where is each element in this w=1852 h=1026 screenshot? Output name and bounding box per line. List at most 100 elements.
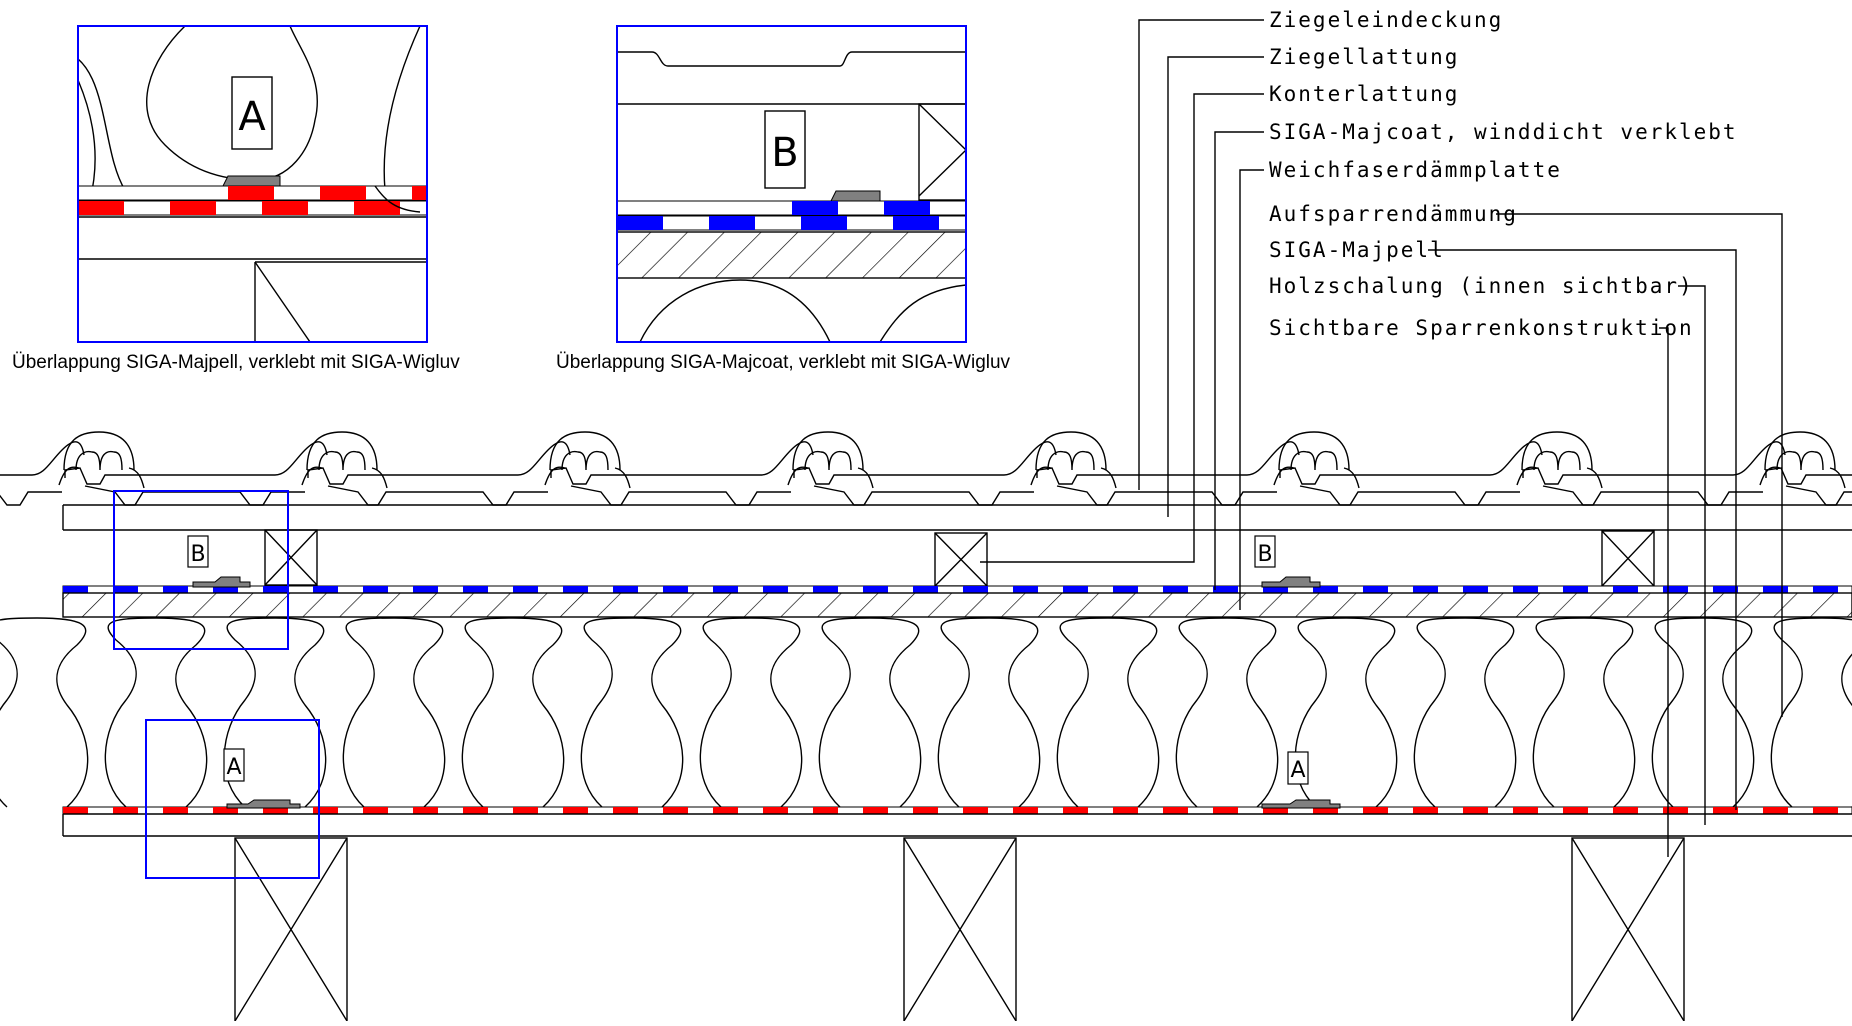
detail-b-drawing xyxy=(617,51,966,342)
wigluv-tape-a2 xyxy=(1261,799,1341,809)
majcoat-membrane-upper xyxy=(617,215,966,231)
insulation-loop xyxy=(461,617,565,808)
svg-text:B: B xyxy=(190,542,205,567)
counter-batten-cross xyxy=(934,532,988,587)
majcoat-membrane-segment xyxy=(1063,586,1088,593)
majpell-membrane-segment xyxy=(413,807,438,814)
majcoat-membrane-segment xyxy=(1413,586,1438,593)
counter-batten xyxy=(264,529,318,586)
rafter-cross xyxy=(903,837,1017,1021)
majcoat-membrane-segment xyxy=(763,586,788,593)
insulation-loop xyxy=(580,617,684,808)
majcoat-membrane-segment xyxy=(563,586,588,593)
tile-roll xyxy=(1516,431,1603,489)
label-ziegellattung: Ziegellattung xyxy=(1269,45,1459,69)
section-marker-a-2: A xyxy=(1287,751,1309,785)
detail-b-marker: B xyxy=(771,130,798,176)
majcoat-membrane-segment xyxy=(413,586,438,593)
majpell-membrane-segment xyxy=(213,807,238,814)
tile-roll xyxy=(58,431,145,489)
rafter-cross xyxy=(1571,837,1685,1021)
layer-leader-lines xyxy=(980,19,1783,857)
majcoat-membrane-segment xyxy=(213,586,238,593)
majpell-membrane-segment xyxy=(913,807,938,814)
fibreboard-hatched xyxy=(62,592,1852,618)
majpell-membrane-segment xyxy=(1713,807,1738,814)
detail-b: B xyxy=(617,51,966,342)
svg-text:A: A xyxy=(1290,758,1305,783)
detail-a-caption: Überlappung SIGA-Majpell, verklebt mit S… xyxy=(12,352,460,373)
label-holzschalung: Holzschalung (innen sichtbar) xyxy=(1269,274,1694,298)
majpell-membrane-segment xyxy=(1063,807,1088,814)
membrane-fold xyxy=(374,185,421,213)
majpell-membrane-segment xyxy=(563,807,588,814)
wigluv-tape-b2 xyxy=(1261,576,1321,588)
majcoat-membrane-segment xyxy=(713,586,738,593)
majpell-membrane-segment xyxy=(1413,807,1438,814)
tile xyxy=(1522,441,1786,506)
label-majcoat: SIGA-Majcoat, winddicht verklebt xyxy=(1269,120,1738,144)
majpell-membrane-upper-segment xyxy=(262,201,308,215)
majcoat-membrane-segment xyxy=(1263,586,1288,593)
majpell-membrane-segment xyxy=(1663,807,1688,814)
label-sparren: Sichtbare Sparrenkonstruktion xyxy=(1269,316,1694,340)
section-marker-a-1: A xyxy=(223,748,245,782)
majpell-membrane-segment xyxy=(663,807,688,814)
majpell-membrane-lower-segment xyxy=(320,186,366,200)
counter-batten-cross xyxy=(918,103,966,197)
majcoat-membrane-segment xyxy=(113,586,138,593)
majpell-membrane-segment xyxy=(813,807,838,814)
majcoat-membrane-segment xyxy=(1163,586,1188,593)
tile xyxy=(307,441,571,506)
detail-a-drawing xyxy=(78,26,427,342)
insulation-loop xyxy=(1651,617,1755,808)
majcoat-membrane-segment xyxy=(463,586,488,593)
majpell-membrane-segment xyxy=(1513,807,1538,814)
majcoat-membrane-lower xyxy=(617,200,966,216)
majcoat-membrane-segment xyxy=(1513,586,1538,593)
majpell-membrane-segment xyxy=(1113,807,1138,814)
insulation-loop xyxy=(1532,617,1636,808)
majcoat-membrane-lower-segment xyxy=(884,201,930,215)
rafter xyxy=(1571,837,1685,1021)
tile-roll xyxy=(301,431,388,489)
majcoat-membrane-segment xyxy=(313,586,338,593)
section-marker-b-2: B xyxy=(1254,535,1276,568)
majpell-membrane-segment xyxy=(163,807,188,814)
label-majpell: SIGA-Majpell xyxy=(1269,238,1445,262)
majcoat-membrane-segment xyxy=(1613,586,1638,593)
rafter-cross xyxy=(234,837,348,1021)
detail-b-marker-box xyxy=(764,110,806,189)
insulation-loop xyxy=(1056,617,1160,808)
detail-a-marker: A xyxy=(238,94,266,140)
majcoat-membrane-upper-segment xyxy=(893,216,939,230)
roof-tiles xyxy=(0,431,1852,506)
counter-batten-cross xyxy=(264,529,318,586)
majpell-membrane-segment xyxy=(313,807,338,814)
tile-roll xyxy=(1030,431,1117,489)
majcoat-membrane-segment xyxy=(513,586,538,593)
majpell-membrane-segment xyxy=(113,807,138,814)
majcoat-membrane-segment xyxy=(913,586,938,593)
majpell-membrane-segment xyxy=(1763,807,1788,814)
main-section xyxy=(0,431,1852,1021)
majpell-membrane-segment xyxy=(363,807,388,814)
majcoat-membrane-segment xyxy=(1213,586,1238,593)
majpell-membrane-lower-segment xyxy=(412,186,427,200)
majcoat-membrane-segment xyxy=(963,586,988,593)
fibreboard-hatched xyxy=(617,231,966,279)
majpell-membrane-segment xyxy=(63,807,88,814)
insulation-curves xyxy=(0,617,1852,808)
insulation-loop xyxy=(1770,617,1852,808)
tile xyxy=(1036,441,1300,506)
majpell-membrane-lower-segment xyxy=(228,186,274,200)
majpell-membrane-segment xyxy=(1613,807,1638,814)
majpell-membrane-segment xyxy=(1213,807,1238,814)
detail-a-window xyxy=(145,719,320,879)
label-weichfaser: Weichfaserdämmplatte xyxy=(1269,158,1562,182)
majcoat-membrane-upper-segment xyxy=(801,216,847,230)
tile xyxy=(1279,441,1543,506)
majcoat-membrane-segment xyxy=(1363,586,1388,593)
